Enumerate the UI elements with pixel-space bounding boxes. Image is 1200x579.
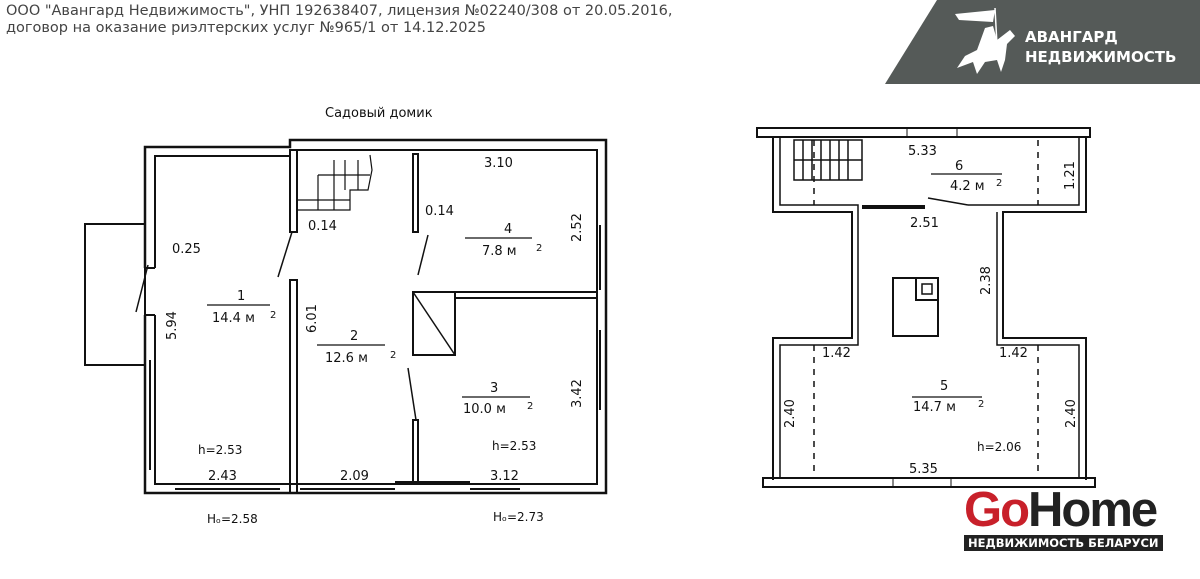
room-number: 5 [940,379,948,394]
room-area: 12.6 м [325,351,368,366]
dim-label: 3.12 [490,469,519,484]
room-area: 14.7 м [913,400,956,415]
plan-title: Садовый домик [325,106,433,121]
staircase [298,154,373,211]
height-label: h=2.53 [198,443,242,457]
dim-label: 3.42 [570,379,585,408]
room-number: 2 [350,329,358,344]
room-area: 14.4 м [212,311,255,326]
dim-label: 5.33 [908,144,937,159]
room-number: 4 [504,222,512,237]
disclaimer-line-2: договор на оказание риэлтерских услуг №9… [6,20,486,36]
porch [84,223,146,366]
staircase [793,139,863,181]
dim-label: 5.94 [165,311,180,340]
entry-door [135,264,149,313]
attic-floor-plan: 5.33 1.21 2.51 2.38 1.42 1.42 2.40 2.40 … [756,127,1096,488]
sup: 2 [536,243,542,254]
height-label: Hₒ=2.58 [207,512,258,526]
room-area: 7.8 м [482,244,517,259]
dim-label: 3.10 [484,156,513,171]
room-area: 4.2 м [950,179,985,194]
sup: 2 [978,399,984,410]
height-label: h=2.53 [492,439,536,453]
dim-label: 2.43 [208,469,237,484]
sup: 2 [390,350,396,361]
dim-label: 6.01 [305,304,320,333]
stair-box [412,291,456,356]
logo-line-2: НЕДВИЖИМОСТЬ [1025,48,1176,66]
avangard-logo: АВАНГАРД НЕДВИЖИМОСТЬ [885,0,1200,84]
height-label: Hₒ=2.73 [493,510,544,524]
height-label: h=2.06 [977,440,1021,454]
knight-icon [955,7,1015,74]
dim-label: 1.21 [1063,161,1078,190]
logo-subtitle: НЕДВИЖИМОСТЬ БЕЛАРУСИ [964,535,1163,551]
dim-label: 2.40 [1064,399,1079,428]
dim-label: 0.14 [308,219,337,234]
logo-go: Go [964,483,1030,537]
dim-label: 2.09 [340,469,369,484]
room-number: 3 [490,381,498,396]
logo-line-1: АВАНГАРД [1025,28,1118,46]
dim-label: 1.42 [999,346,1028,361]
agency-disclaimer: ООО "Авангард Недвижимость", УНП 1926384… [6,3,673,37]
dim-label: 2.51 [910,216,939,231]
sup: 2 [270,310,276,321]
dim-label: 1.42 [822,346,851,361]
gohome-logo: GoHome НЕДВИЖИМОСТЬ БЕЛАРУСИ [964,483,1163,552]
dim-label: 0.14 [425,204,454,219]
dim-label: 0.25 [172,242,201,257]
room-number: 6 [955,159,963,174]
sup: 2 [996,178,1002,189]
sup: 2 [527,401,533,412]
room-area: 10.0 м [463,402,506,417]
room-number: 1 [237,289,245,304]
dim-label: 2.38 [979,266,994,295]
disclaimer-line-1: ООО "Авангард Недвижимость", УНП 1926384… [6,3,673,19]
logo-home: Home [1028,483,1158,537]
dim-label: 5.35 [909,462,938,477]
dim-label: 2.40 [783,399,798,428]
ground-floor-plan: Садовый домик 0.25 0.14 0.14 3.10 2.52 [84,106,608,526]
dim-label: 2.52 [570,213,585,242]
